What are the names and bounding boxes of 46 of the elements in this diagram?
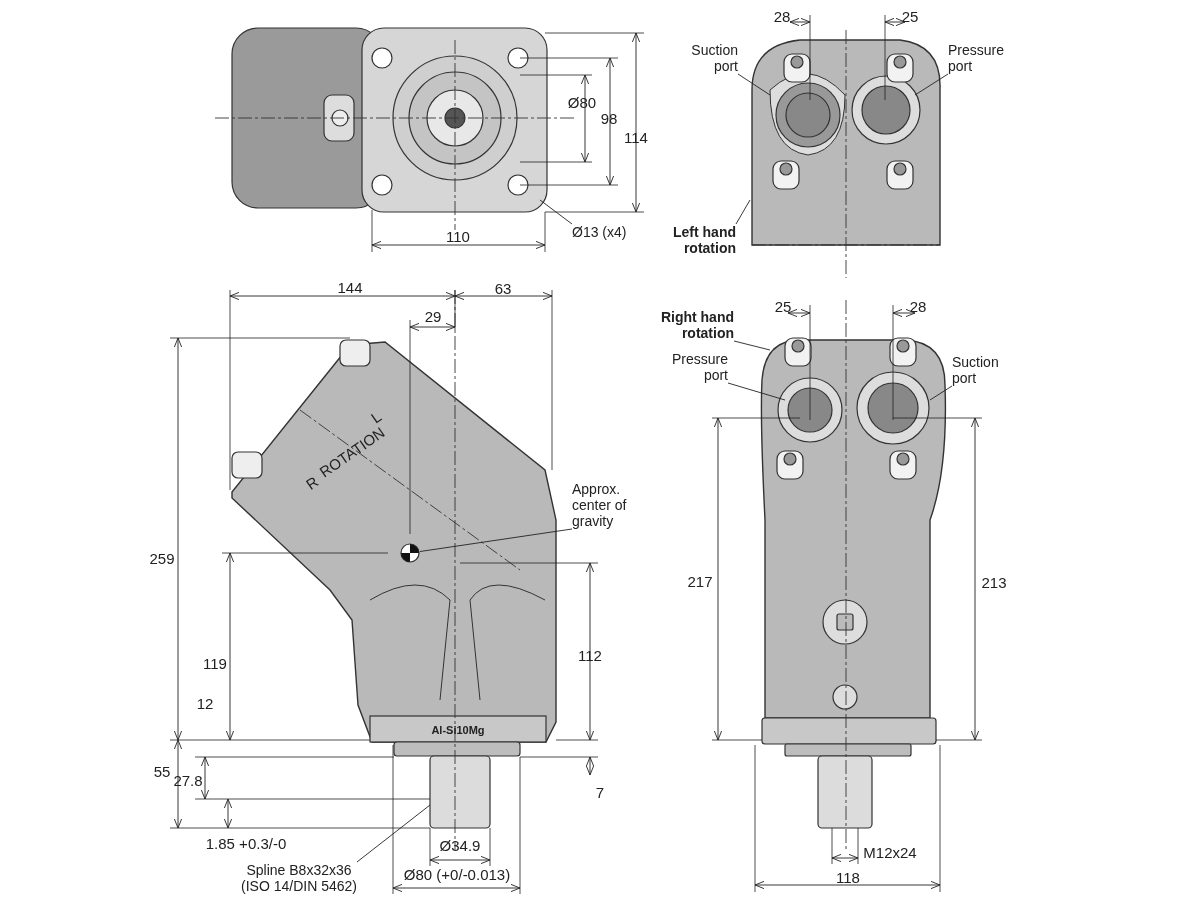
callout-label: Left hand rotation (660, 224, 736, 256)
dimension-label: 27.8 (173, 771, 203, 789)
dimension-label: 98 (600, 109, 618, 127)
callout-label: Suction port (952, 354, 1008, 386)
leader-line (733, 340, 771, 351)
callout-label: Pressure port (948, 42, 1008, 74)
dimension-label: 144 (337, 278, 363, 296)
leader-line (419, 528, 573, 552)
dimension-label: 213 (981, 573, 1007, 591)
leader-line (929, 385, 953, 401)
dimension-label: 12 (196, 694, 214, 712)
dimension-label: 29 (424, 307, 442, 325)
tolerance-label: 1.85 +0.3/-0 (205, 834, 287, 852)
dimension-label: Ø80 (567, 93, 597, 111)
dimension-label: 259 (149, 549, 175, 567)
rotation-label: R (302, 472, 322, 494)
dimension-label: Ø80 (+0/-0.013) (403, 865, 511, 883)
dimension-label: 25 (774, 297, 792, 315)
leader-line (727, 382, 786, 401)
dimension-label: 118 (836, 868, 860, 886)
leader-line (356, 804, 431, 863)
dimension-label: 112 (578, 646, 602, 664)
dimension-label: 110 (446, 227, 470, 245)
leader-line (735, 199, 751, 225)
rotation-label: L (367, 407, 385, 427)
pump-port-view-drawing (751, 14, 941, 279)
callout-label: Pressure port (666, 351, 728, 383)
dimension-label: 28 (773, 7, 791, 25)
leader-line (539, 199, 573, 225)
callout-label: Spline B8x32x36 (ISO 14/DIN 5462) (235, 862, 363, 894)
dimension-label: 217 (687, 572, 713, 590)
callout-label: Approx. center of gravity (572, 481, 658, 529)
dimension-label: Ø34.9 (439, 836, 481, 854)
dimension-label: 63 (494, 279, 512, 297)
dimension-label: 25 (901, 7, 919, 25)
dimension-label: 55 (153, 762, 171, 780)
dimension-label: 28 (909, 297, 927, 315)
callout-label: Ø13 (x4) (572, 224, 652, 240)
callout-label: Right hand rotation (648, 309, 734, 341)
dimension-label: 7 (595, 783, 605, 801)
dimension-label: M12x24 (863, 843, 917, 861)
center-of-gravity-mark (400, 543, 420, 563)
dimension-label: 119 (203, 654, 227, 672)
callout-label: Suction port (682, 42, 738, 74)
dimension-label: 114 (624, 128, 648, 146)
material-marking: Al-Si10Mg (431, 722, 485, 738)
